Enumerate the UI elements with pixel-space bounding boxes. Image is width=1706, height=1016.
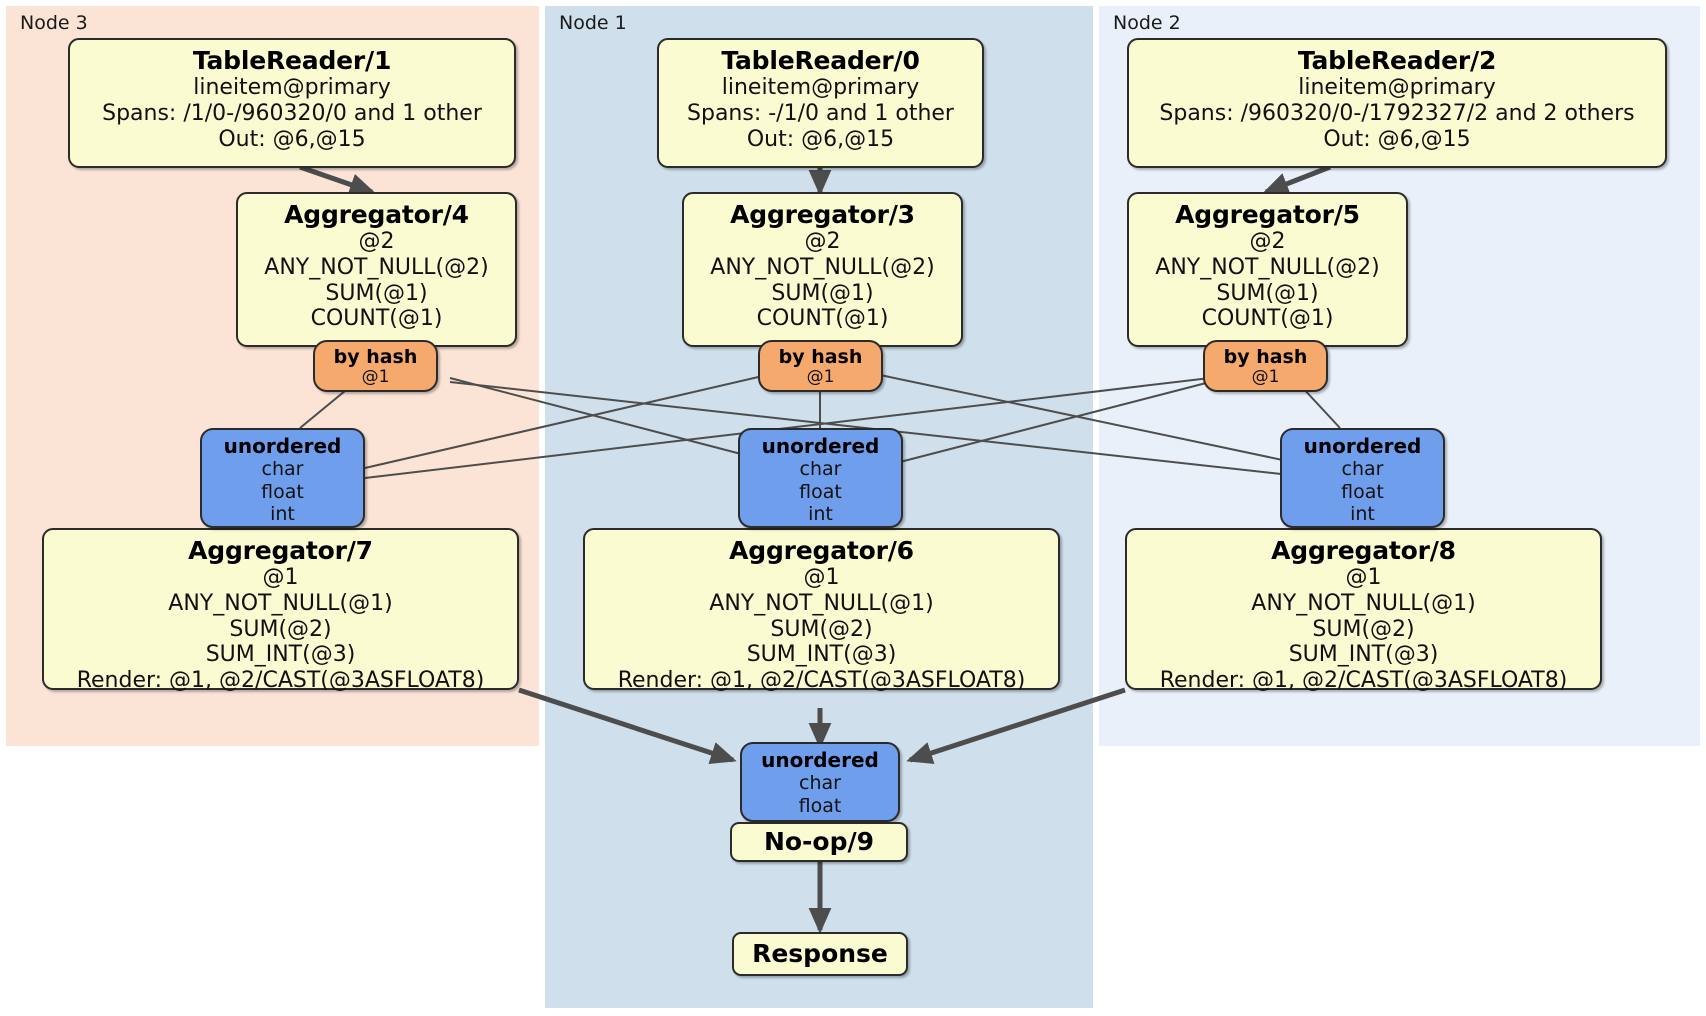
sync-title: unordered [1303, 434, 1422, 458]
node-detail-line: Spans: /1/0-/960320/0 and 1 other [102, 100, 482, 126]
sync-detail-line: float [261, 480, 304, 503]
node-detail-line: Render: @1, @2/CAST(@3ASFLOAT8) [617, 668, 1026, 694]
node-title: Aggregator/8 [1271, 536, 1456, 565]
node-detail-line: Out: @6,@15 [218, 126, 366, 152]
node-detail-line: ANY_NOT_NULL(@1) [168, 590, 393, 616]
node-detail-line: ANY_NOT_NULL(@1) [709, 590, 934, 616]
node-detail-line: ANY_NOT_NULL(@2) [264, 254, 489, 280]
node-title: TableReader/0 [721, 46, 920, 75]
sync-detail-line: int [1350, 502, 1375, 525]
node-detail-line: SUM_INT(@3) [746, 642, 897, 668]
node-title: Aggregator/3 [730, 200, 915, 229]
router-title: by hash [333, 346, 418, 368]
sync-title: unordered [761, 434, 880, 458]
node-detail-line: SUM(@1) [1216, 280, 1319, 306]
node-detail-line: @1 [262, 565, 299, 591]
node-detail-line: SUM(@2) [1312, 616, 1415, 642]
router-detail-line: @1 [361, 367, 390, 388]
node-aggregator-4[interactable]: Aggregator/4 @2 ANY_NOT_NULL(@2) SUM(@1)… [236, 192, 517, 347]
sync-detail-line: float [799, 480, 842, 503]
node-aggregator-3[interactable]: Aggregator/3 @2 ANY_NOT_NULL(@2) SUM(@1)… [682, 192, 963, 347]
node-detail-line: lineitem@primary [721, 75, 920, 101]
node-detail-line: Render: @1, @2/CAST(@3ASFLOAT8) [1159, 668, 1568, 694]
node-detail-line: SUM(@1) [325, 280, 428, 306]
node-detail-line: lineitem@primary [193, 75, 391, 101]
node-title: Aggregator/5 [1175, 200, 1360, 229]
node-detail-line: Out: @6,@15 [1323, 126, 1471, 152]
node-detail-line: COUNT(@1) [1201, 306, 1334, 332]
node-detail-line: COUNT(@1) [310, 306, 443, 332]
sync-title: unordered [223, 434, 342, 458]
node-detail-line: Render: @1, @2/CAST(@3ASFLOAT8) [76, 668, 485, 694]
node-aggregator-6[interactable]: Aggregator/6 @1 ANY_NOT_NULL(@1) SUM(@2)… [583, 528, 1060, 693]
node-detail-line: SUM(@2) [229, 616, 332, 642]
node-tablereader-2[interactable]: TableReader/2 lineitem@primary Spans: /9… [1127, 38, 1667, 168]
synchronizer-unordered-center[interactable]: unordered char float int [738, 428, 903, 528]
synchronizer-unordered-right[interactable]: unordered char float int [1280, 428, 1445, 528]
router-title: by hash [778, 346, 863, 368]
sync-detail-line: int [270, 502, 295, 525]
node-detail-line: Spans: /960320/0-/1792327/2 and 2 others [1159, 100, 1635, 126]
node-detail-line: COUNT(@1) [756, 306, 889, 332]
sync-detail-line: char [799, 458, 842, 481]
synchronizer-unordered-final[interactable]: unordered char float [740, 742, 900, 822]
node-detail-line: @1 [1345, 565, 1382, 591]
router-by-hash-right[interactable]: by hash @1 [1203, 340, 1328, 392]
router-detail-line: @1 [1251, 367, 1280, 388]
node-aggregator-5[interactable]: Aggregator/5 @2 ANY_NOT_NULL(@2) SUM(@1)… [1127, 192, 1408, 347]
node-detail-line: Out: @6,@15 [746, 126, 895, 152]
node-detail-line: @2 [358, 229, 395, 255]
router-title: by hash [1223, 346, 1308, 368]
node-detail-line: @2 [804, 229, 841, 255]
panel-label-node-3: Node 3 [20, 12, 88, 34]
node-detail-line: @2 [1249, 229, 1286, 255]
node-tablereader-1[interactable]: TableReader/1 lineitem@primary Spans: /1… [68, 38, 516, 168]
node-detail-line: ANY_NOT_NULL(@2) [1155, 254, 1380, 280]
node-detail-line: lineitem@primary [1298, 75, 1496, 101]
sync-detail-line: char [261, 458, 304, 481]
router-by-hash-center[interactable]: by hash @1 [758, 340, 883, 392]
node-detail-line: ANY_NOT_NULL(@1) [1251, 590, 1476, 616]
node-title: No-op/9 [763, 827, 875, 857]
sync-detail-line: char [1341, 458, 1384, 481]
node-response[interactable]: Response [732, 932, 908, 976]
sync-detail-line: int [808, 502, 833, 525]
node-detail-line: ANY_NOT_NULL(@2) [710, 254, 935, 280]
node-title: Aggregator/7 [188, 536, 373, 565]
node-title: Response [752, 939, 888, 969]
node-title: Aggregator/6 [729, 536, 914, 565]
panel-label-node-2: Node 2 [1113, 12, 1181, 34]
node-detail-line: SUM_INT(@3) [1288, 642, 1439, 668]
node-tablereader-0[interactable]: TableReader/0 lineitem@primary Spans: -/… [657, 38, 984, 168]
node-detail-line: Spans: -/1/0 and 1 other [687, 100, 954, 126]
sync-detail-line: float [1341, 480, 1384, 503]
node-title: TableReader/1 [192, 46, 392, 75]
synchronizer-unordered-left[interactable]: unordered char float int [200, 428, 365, 528]
node-detail-line: SUM_INT(@3) [205, 642, 356, 668]
node-title: Aggregator/4 [284, 200, 469, 229]
node-aggregator-8[interactable]: Aggregator/8 @1 ANY_NOT_NULL(@1) SUM(@2)… [1125, 528, 1602, 693]
node-detail-line: @1 [803, 565, 840, 591]
node-aggregator-7[interactable]: Aggregator/7 @1 ANY_NOT_NULL(@1) SUM(@2)… [42, 528, 519, 693]
router-detail-line: @1 [806, 367, 835, 388]
node-detail-line: SUM(@2) [770, 616, 873, 642]
node-title: TableReader/2 [1297, 46, 1497, 75]
node-detail-line: SUM(@1) [771, 280, 874, 306]
node-noop-9[interactable]: No-op/9 [730, 822, 908, 862]
sync-detail-line: float [798, 794, 842, 817]
sync-title: unordered [761, 748, 879, 772]
sync-detail-line: char [799, 772, 841, 795]
panel-label-node-1: Node 1 [559, 12, 627, 34]
router-by-hash-left[interactable]: by hash @1 [313, 340, 438, 392]
